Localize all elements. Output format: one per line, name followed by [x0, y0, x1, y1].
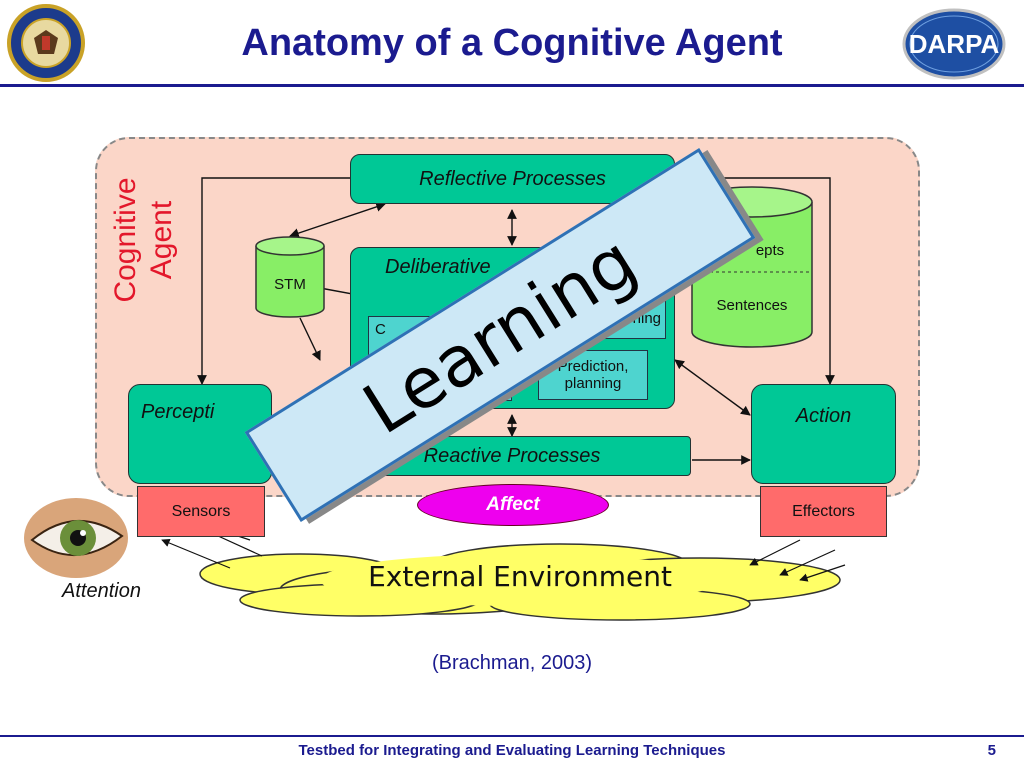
- page-title: Anatomy of a Cognitive Agent: [241, 22, 783, 64]
- sensors-label: Sensors: [171, 502, 231, 520]
- subbox-left-label: C: [375, 321, 386, 338]
- footer-divider: [0, 735, 1024, 737]
- citation: (Brachman, 2003): [431, 652, 593, 674]
- effectors-box: Effectors: [760, 486, 887, 537]
- perception-label: Percepti: [141, 401, 215, 423]
- footer-text: Testbed for Integrating and Evaluating L…: [298, 742, 726, 759]
- action-box: Action: [751, 384, 896, 484]
- prediction-label-line2: planning: [564, 375, 622, 392]
- page-number: 5: [987, 742, 996, 759]
- reflective-processes-box: Reflective Processes: [350, 154, 675, 204]
- darpa-logo: DARPA: [902, 8, 1006, 80]
- affect-label: Affect: [486, 494, 540, 515]
- stm-cylinder: [255, 236, 325, 318]
- stm-label: STM: [274, 276, 306, 293]
- action-label: Action: [795, 405, 852, 427]
- title-divider: [0, 84, 1024, 87]
- darpa-logo-text: DARPA: [909, 29, 1000, 59]
- attention-label: Attention: [62, 580, 141, 602]
- ltm-concepts-label: epts: [755, 242, 785, 259]
- eye-image: [24, 498, 128, 578]
- external-environment-label: External Environment: [368, 560, 672, 593]
- effectors-label: Effectors: [792, 502, 855, 520]
- reflective-label: Reflective Processes: [419, 167, 606, 190]
- prediction-planning-box: Prediction, planning: [538, 350, 648, 400]
- subbox-right-label: ning: [632, 309, 661, 327]
- sensors-box: Sensors: [137, 486, 265, 537]
- affect-ellipse: Affect: [417, 484, 609, 526]
- prediction-label-line1: Prediction,: [557, 358, 629, 375]
- navy-seal-logo: [7, 4, 85, 82]
- environment-cloud: [199, 543, 841, 621]
- ltm-sentences-label: Sentences: [716, 297, 788, 314]
- deliberative-label: Deliberative: [385, 256, 491, 278]
- reactive-label: Reactive Processes: [423, 444, 601, 467]
